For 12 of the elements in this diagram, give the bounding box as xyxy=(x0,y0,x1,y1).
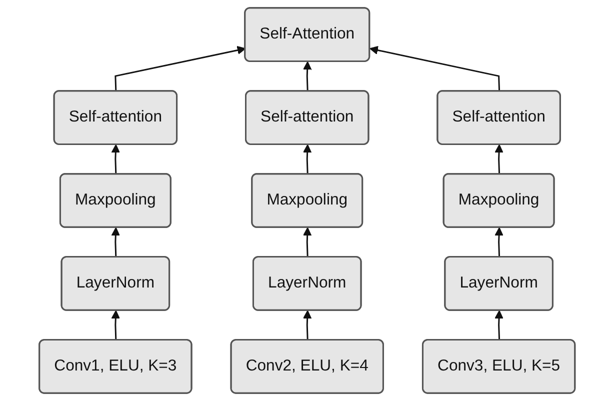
arrow xyxy=(369,46,500,92)
arrow xyxy=(302,144,312,174)
arrow xyxy=(494,310,504,340)
arrow xyxy=(111,310,120,340)
arrow xyxy=(494,227,504,258)
arrow xyxy=(111,144,120,174)
arrow xyxy=(302,227,312,258)
arrow xyxy=(111,227,120,258)
arrow xyxy=(114,46,246,92)
arrow xyxy=(302,61,312,92)
arrow xyxy=(302,310,312,340)
arrow xyxy=(494,144,504,174)
